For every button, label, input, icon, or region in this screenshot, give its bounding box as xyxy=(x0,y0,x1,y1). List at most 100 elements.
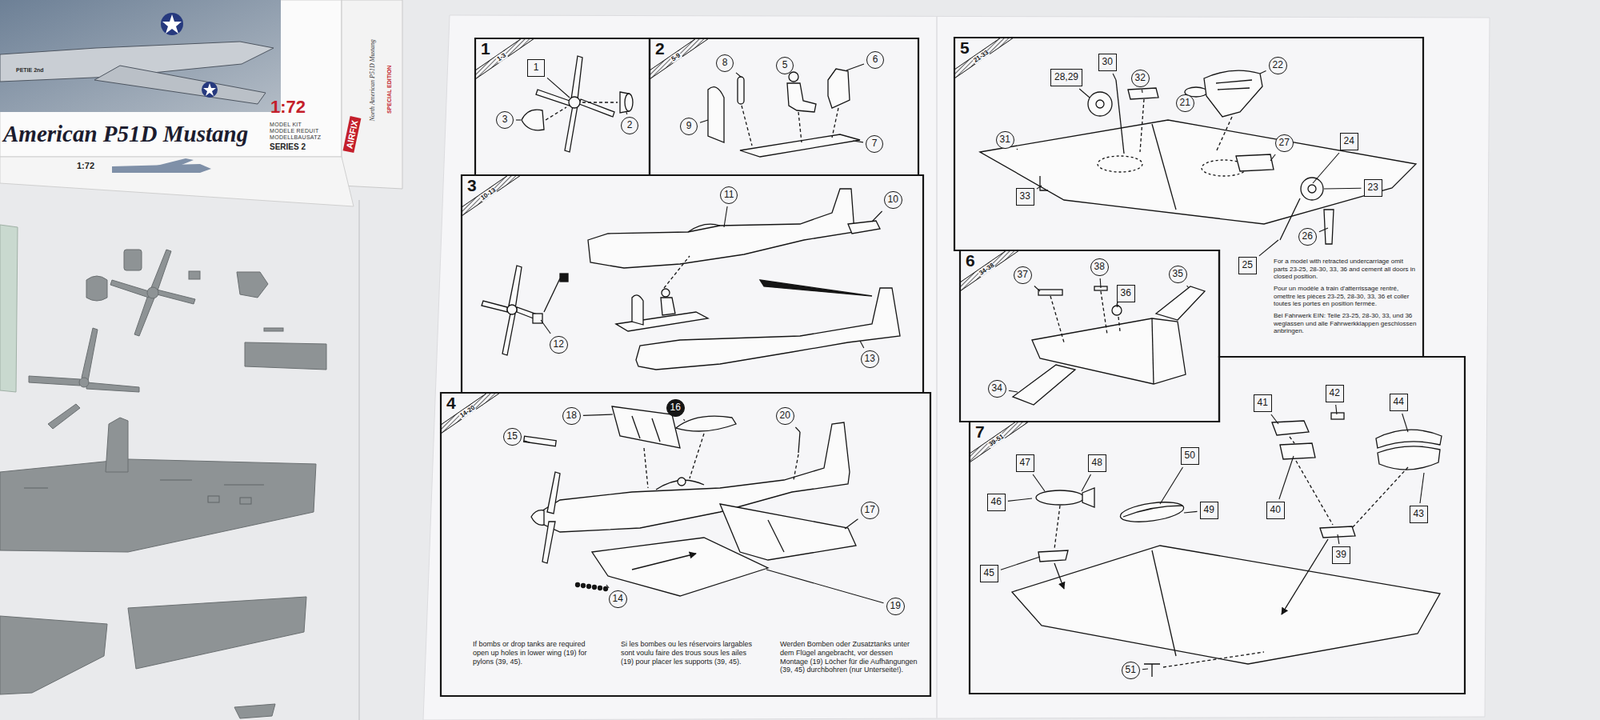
assembly-illustration-part xyxy=(624,93,633,112)
leader-line xyxy=(1260,71,1267,74)
assembly-illustration-part xyxy=(1163,652,1264,668)
step-range: 14-20 xyxy=(457,403,477,420)
kit-box-part xyxy=(0,0,281,112)
leader-line xyxy=(1000,556,1040,570)
callout-number: 25 xyxy=(1238,256,1257,275)
leader-line xyxy=(1008,498,1032,501)
assembly-illustration-part xyxy=(592,537,768,596)
assembly-illustration-part xyxy=(579,99,615,117)
kit-box-part xyxy=(160,12,184,36)
leader-line xyxy=(1160,467,1184,504)
assembly-illustration-part xyxy=(1152,550,1176,656)
assembly-illustration-part xyxy=(1236,154,1274,172)
assembly-illustration-part xyxy=(1217,88,1250,90)
assembly-illustration-part-part xyxy=(604,587,608,592)
callout-number: 3 xyxy=(496,111,514,129)
assembly-illustration-part xyxy=(660,297,676,316)
panel-border xyxy=(440,392,931,696)
assembly-illustration-part xyxy=(661,288,670,297)
leader-line xyxy=(540,320,551,334)
callout-number: 35 xyxy=(1168,265,1188,284)
plastic-parts-part xyxy=(156,289,196,304)
box-text: American P51D Mustang xyxy=(3,121,248,148)
leader-line xyxy=(1312,152,1340,184)
assembly-illustration-part xyxy=(532,313,543,324)
kit-box-part xyxy=(341,0,403,189)
assembly-illustration-part xyxy=(664,256,690,288)
assembly-note: Werden Bomben oder Zusatztanks unter dem… xyxy=(780,640,918,675)
plastic-parts-part xyxy=(244,342,327,370)
callout-number: 21 xyxy=(1176,94,1195,112)
assembly-illustration-part xyxy=(632,416,640,439)
callout-number: 6 xyxy=(866,51,884,69)
callout-number: 43 xyxy=(1409,505,1428,524)
step-hatch xyxy=(954,37,1014,79)
callout-number: 10 xyxy=(884,191,903,209)
leader-line xyxy=(524,440,530,443)
assembly-illustration-part xyxy=(1097,156,1143,172)
assembly-illustration-part-part xyxy=(576,583,580,588)
assembly-illustration-part xyxy=(688,224,720,232)
assembly-illustration-part xyxy=(1289,436,1295,444)
callout-number: 16 xyxy=(666,399,685,417)
assembly-illustration-part xyxy=(1123,505,1183,517)
assembly-illustration-part xyxy=(1331,412,1344,420)
assembly-illustration-part xyxy=(576,583,608,592)
plastic-parts-part xyxy=(24,480,264,504)
leader-line xyxy=(766,569,884,604)
assembly-illustration-part xyxy=(1216,116,1232,152)
assembly-illustration-part xyxy=(1280,198,1300,240)
assembly-illustration-part xyxy=(793,454,799,480)
assembly-illustration-part xyxy=(798,112,802,143)
assembly-illustration-part xyxy=(582,101,618,103)
assembly-note: For a model with retracted undercarriage… xyxy=(1273,257,1418,281)
assembly-illustration-part xyxy=(560,273,568,282)
leader-line xyxy=(684,419,686,421)
callout-number: 18 xyxy=(562,407,581,425)
callout-number: 42 xyxy=(1325,384,1344,403)
table-seam xyxy=(358,200,360,720)
leader-line xyxy=(1187,285,1189,288)
assembly-illustration-part xyxy=(1050,296,1064,343)
callout-number: 12 xyxy=(549,336,568,354)
plastic-parts-part xyxy=(0,459,316,552)
assembly-illustration-part xyxy=(828,68,850,108)
assembly-illustration-part xyxy=(741,105,752,146)
callout-number: 19 xyxy=(886,597,905,616)
assembly-illustration-part xyxy=(787,83,816,112)
box-text: MODEL KIT xyxy=(269,121,302,128)
assembly-illustration-part xyxy=(524,436,557,446)
leader-line xyxy=(795,427,800,432)
callout-number: 8 xyxy=(716,54,734,72)
callout-number: 31 xyxy=(996,131,1015,149)
plastic-parts-part xyxy=(0,224,18,392)
callout-number: 22 xyxy=(1268,56,1288,75)
callout-number: 37 xyxy=(1013,266,1032,284)
assembly-illustration-part xyxy=(1112,305,1122,316)
step-range: 10-13 xyxy=(478,185,498,202)
callout-number: 46 xyxy=(987,493,1006,512)
callout-number: 5 xyxy=(776,56,794,75)
leader-line xyxy=(1008,390,1018,392)
callout-number: 2 xyxy=(620,116,639,135)
leader-line xyxy=(1402,413,1408,432)
assembly-illustration-part xyxy=(1082,488,1095,508)
assembly-illustration-part xyxy=(768,520,784,552)
plastic-parts-part-part xyxy=(24,488,48,489)
box-text: MODELE REDUIT xyxy=(269,128,319,135)
plastic-parts-part xyxy=(86,276,108,301)
step-number: 6 xyxy=(965,251,976,271)
assembly-illustration-part xyxy=(1040,176,1048,191)
box-text: SPECIAL EDITION xyxy=(386,65,393,115)
plastic-parts-part xyxy=(147,287,159,299)
box-text: North American P51D Mustang xyxy=(369,39,377,121)
step-number: 2 xyxy=(655,39,665,59)
callout-number: 44 xyxy=(1389,393,1408,412)
assembly-illustration-part xyxy=(540,422,850,532)
assembly-illustration-part xyxy=(1156,286,1205,320)
step-hatch xyxy=(461,175,521,216)
step-number: 7 xyxy=(975,422,985,442)
assembly-illustration-part xyxy=(636,288,900,370)
